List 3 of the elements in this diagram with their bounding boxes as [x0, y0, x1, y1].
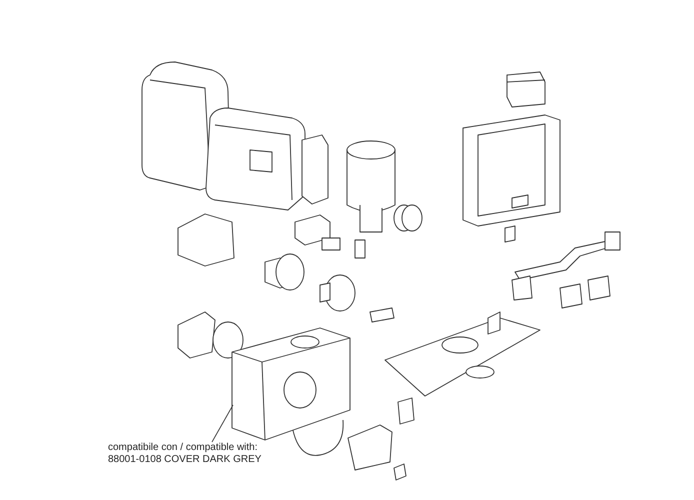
gearbox-housing-drawing [232, 328, 350, 440]
part-note: compatibile con / compatible with: 88001-0108 COVER DARK GREY [108, 442, 262, 466]
leader-line [212, 404, 234, 442]
